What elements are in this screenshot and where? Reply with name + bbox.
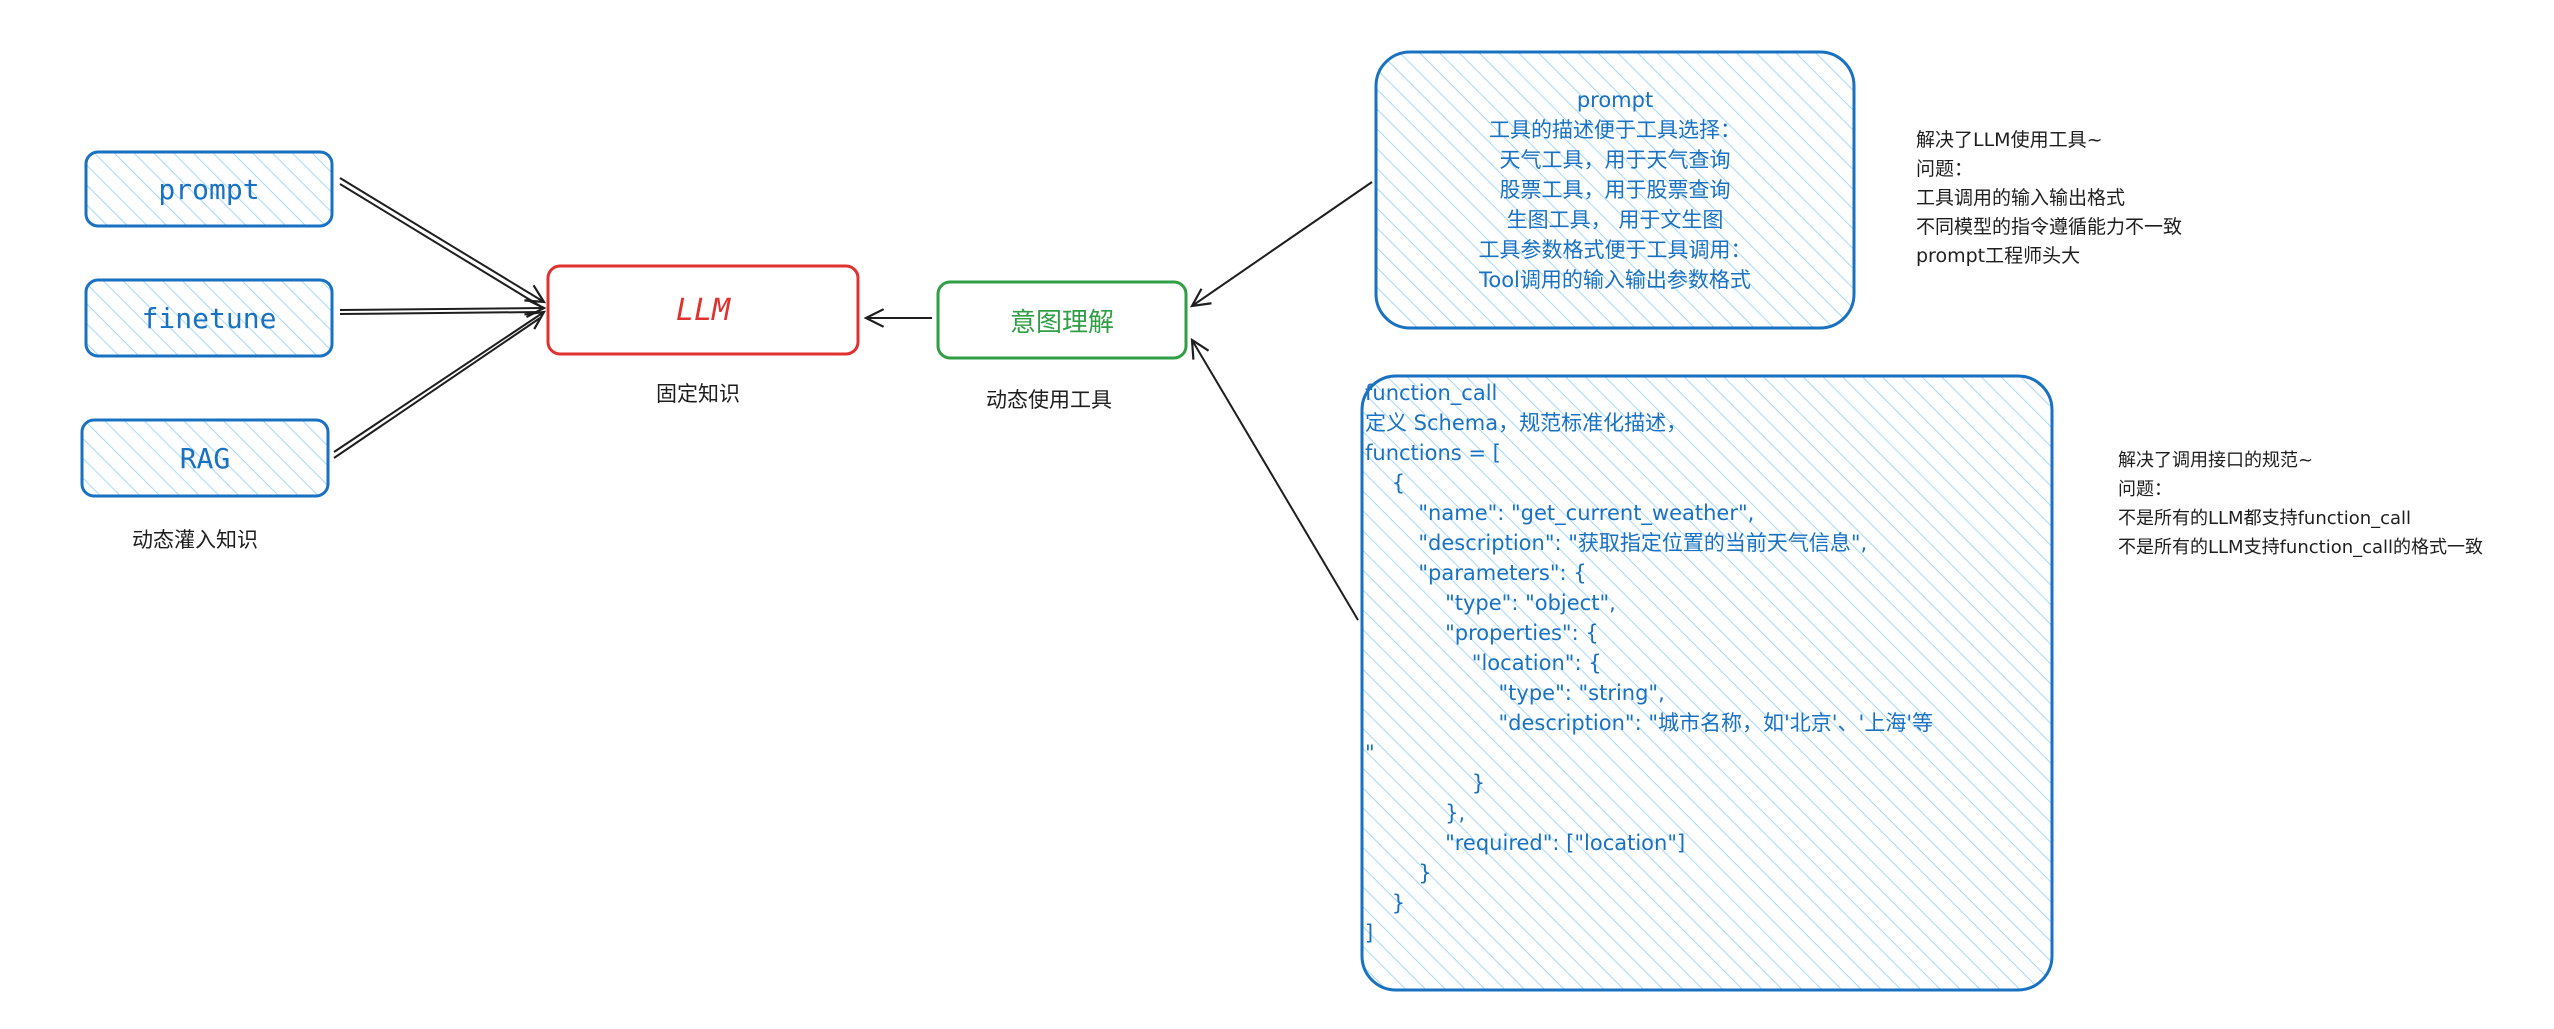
dynamic-tools-caption: 动态使用工具 xyxy=(986,388,1112,412)
intent-node-label: 意图理解 xyxy=(1009,307,1114,338)
function-note-line: 不是所有的LLM都支持function_call xyxy=(2118,508,2412,529)
code-line: { xyxy=(1365,471,1406,495)
llm-node-shape xyxy=(546,264,860,356)
prompt-box-line: 股票工具，用于股票查询 xyxy=(1499,178,1731,202)
prompt-note-line: 解决了LLM使用工具~ xyxy=(1916,129,2103,151)
arrow-prompt-to-llm-stroke2 xyxy=(339,183,541,307)
prompt-box-line: Tool调用的输入输出参数格式 xyxy=(1479,268,1751,292)
function-call-code: function_call 定义 Schema，规范标准化描述， functio… xyxy=(1362,376,2052,948)
llm-node[interactable]: LLM xyxy=(548,266,858,354)
code-line: "parameters": { xyxy=(1365,561,1587,585)
prompt-note-line: 工具调用的输入输出格式 xyxy=(1916,187,2126,209)
code-line: "description": "城市名称，如'北京'、'上海'等 xyxy=(1365,711,1934,735)
function-note: 解决了调用接口的规范~ 问题： 不是所有的LLM都支持function_call… xyxy=(2118,446,2483,562)
arrow-functionbox-to-intent xyxy=(1192,340,1359,621)
arrow-rag-to-llm-stroke2 xyxy=(333,317,541,459)
code-line: } xyxy=(1365,771,1486,795)
arrow-finetune-to-llm xyxy=(339,308,544,310)
code-line: " xyxy=(1365,741,1375,765)
function-note-line: 解决了调用接口的规范~ xyxy=(2118,450,2314,471)
prompt-note-line: prompt工程师头大 xyxy=(1916,245,2081,267)
prompt-box-text: prompt 工具的描述便于工具选择： 天气工具，用于天气查询 股票工具，用于股… xyxy=(1479,85,1752,295)
arrow-finetune-to-llm-stroke2 xyxy=(339,311,541,315)
finetune-node[interactable]: finetune xyxy=(86,280,332,356)
code-line: 定义 Schema，规范标准化描述， xyxy=(1365,411,1688,435)
dynamic-knowledge-caption: 动态灌入知识 xyxy=(132,528,258,552)
finetune-node-label: finetune xyxy=(141,301,277,335)
prompt-box-line: 生图工具， 用于文生图 xyxy=(1506,208,1724,232)
code-line: ] xyxy=(1365,921,1374,945)
prompt-node[interactable]: prompt xyxy=(86,152,332,226)
code-line: "properties": { xyxy=(1365,621,1599,645)
rag-node-label: RAG xyxy=(179,441,231,475)
code-line: function_call xyxy=(1365,381,1498,405)
llm-node-label: LLM xyxy=(675,292,731,328)
prompt-box-line: prompt xyxy=(1576,88,1654,112)
rag-node[interactable]: RAG xyxy=(82,420,328,496)
code-line: }, xyxy=(1365,801,1466,825)
code-line: "required": ["location"] xyxy=(1365,831,1686,855)
code-line: "type": "string", xyxy=(1365,681,1665,705)
intent-node[interactable]: 意图理解 xyxy=(938,282,1186,358)
prompt-box-line: 天气工具，用于天气查询 xyxy=(1499,148,1731,172)
finetune-node-shape xyxy=(84,278,334,358)
function-call-box[interactable]: function_call 定义 Schema，规范标准化描述， functio… xyxy=(1362,376,2052,990)
code-line: } xyxy=(1365,861,1432,885)
prompt-box-line: 工具的描述便于工具选择： xyxy=(1489,118,1741,142)
prompt-note-line: 问题： xyxy=(1916,158,1974,180)
fixed-knowledge-caption: 固定知识 xyxy=(656,382,740,406)
arrow-prompt-to-llm xyxy=(339,177,544,302)
function-note-line: 不是所有的LLM支持function_call的格式一致 xyxy=(2118,537,2484,558)
code-line: } xyxy=(1365,891,1406,915)
code-line: functions = [ xyxy=(1365,441,1501,465)
intent-node-shape xyxy=(936,280,1188,360)
prompt-box-line: 工具参数格式便于工具调用： xyxy=(1478,238,1752,262)
code-line: "name": "get_current_weather", xyxy=(1365,501,1755,525)
prompt-note: 解决了LLM使用工具~ 问题： 工具调用的输入输出格式 不同模型的指令遵循能力不… xyxy=(1916,126,2182,271)
prompt-box-shape xyxy=(1374,50,1856,330)
function-note-line: 问题： xyxy=(2118,479,2172,500)
prompt-note-line: 不同模型的指令遵循能力不一致 xyxy=(1916,216,2183,238)
code-line: "description": "获取指定位置的当前天气信息", xyxy=(1365,531,1868,555)
code-line: "type": "object", xyxy=(1365,591,1616,615)
function-call-box-shape xyxy=(1360,374,2054,992)
prompt-box[interactable]: prompt 工具的描述便于工具选择： 天气工具，用于天气查询 股票工具，用于股… xyxy=(1376,52,1854,328)
rag-node-shape xyxy=(80,418,330,498)
prompt-node-shape xyxy=(84,150,334,228)
arrow-promptbox-to-intent xyxy=(1192,181,1373,306)
prompt-node-label: prompt xyxy=(158,172,260,206)
code-line: "location": { xyxy=(1365,651,1602,675)
arrow-rag-to-llm xyxy=(333,312,544,453)
